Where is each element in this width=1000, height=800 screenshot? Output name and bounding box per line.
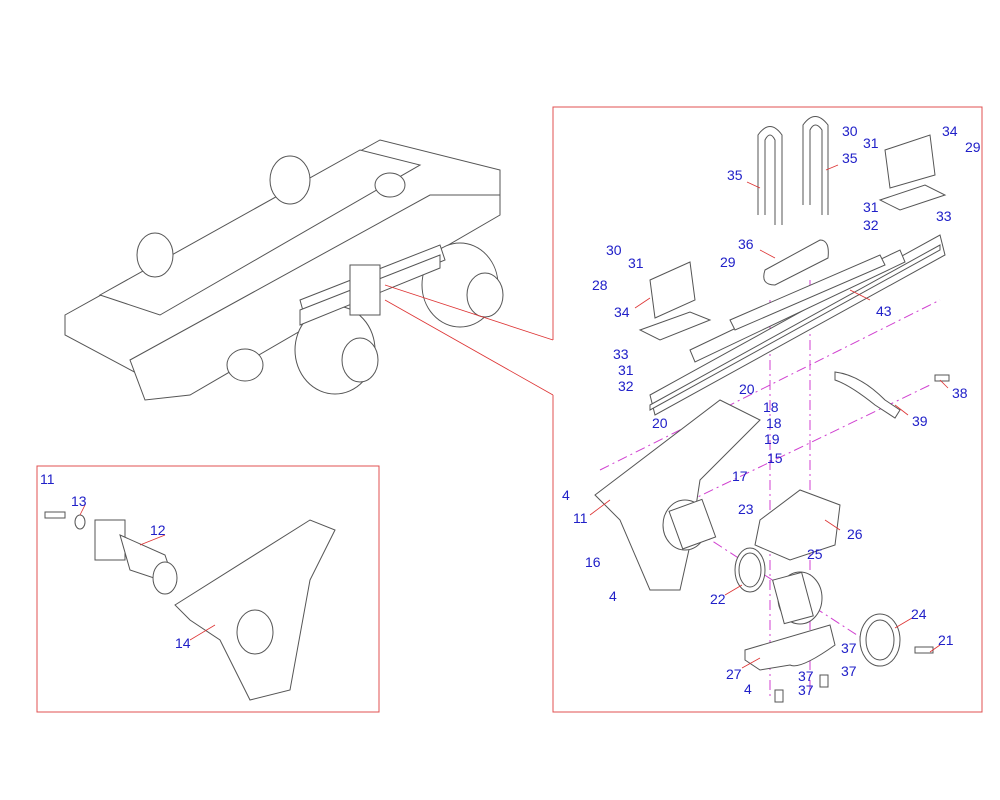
detail-frame: [552, 106, 983, 713]
part-label: 4: [562, 487, 570, 503]
inset-label: 14: [175, 635, 191, 651]
part-label: 37: [798, 668, 814, 684]
part-label: 19: [764, 431, 780, 447]
part-label: 26: [847, 526, 863, 542]
part-label: 31: [618, 362, 634, 378]
part-label: 29: [965, 139, 981, 155]
inset-parts: [44, 511, 336, 701]
inset-label: 11: [40, 471, 55, 487]
part-label: 21: [938, 632, 954, 648]
part-label: 25: [807, 546, 823, 562]
part-label: 27: [726, 666, 742, 682]
part-label: 4: [744, 681, 752, 697]
part-label: 4: [609, 588, 617, 604]
part-label: 37: [798, 682, 814, 698]
part-label: 11: [573, 510, 588, 526]
part-label: 34: [614, 304, 630, 320]
part-label: 38: [952, 385, 968, 401]
part-label: 17: [732, 468, 748, 484]
chassis-overview: [64, 139, 504, 401]
part-label: 20: [652, 415, 668, 431]
part-label: 30: [842, 123, 858, 139]
part-label: 31: [863, 199, 879, 215]
part-label: 30: [606, 242, 622, 258]
inset-label: 12: [150, 522, 166, 538]
part-label: 31: [628, 255, 644, 271]
part-label: 23: [738, 501, 754, 517]
part-label: 34: [942, 123, 958, 139]
part-label: 35: [842, 150, 858, 166]
inset-label: 13: [71, 493, 87, 509]
part-label: 32: [863, 217, 879, 233]
part-label: 29: [720, 254, 736, 270]
inset-frame: [36, 465, 380, 713]
part-label: 39: [912, 413, 928, 429]
part-label: 18: [766, 415, 782, 431]
leader-lines: [79, 164, 949, 669]
part-label: 37: [841, 640, 857, 656]
part-label: 37: [841, 663, 857, 679]
part-label: 33: [613, 346, 629, 362]
part-label: 32: [618, 378, 634, 394]
exploded-parts: [594, 116, 950, 703]
callout-line-top: [384, 284, 554, 341]
part-label: 15: [767, 450, 783, 466]
part-label: 43: [876, 303, 892, 319]
part-labels: 30 31 34 29 35 35 31 32 33 36 30 31 29 2…: [562, 123, 981, 698]
part-label: 31: [863, 135, 879, 151]
part-label: 28: [592, 277, 608, 293]
callout-line-bottom: [384, 299, 554, 396]
part-label: 35: [727, 167, 743, 183]
part-label: 22: [710, 591, 726, 607]
part-label: 16: [585, 554, 601, 570]
inset-labels: 11 13 12 14: [40, 471, 191, 651]
part-label: 18: [763, 399, 779, 415]
part-label: 33: [936, 208, 952, 224]
part-label: 24: [911, 606, 927, 622]
part-label: 36: [738, 236, 754, 252]
part-label: 20: [739, 381, 755, 397]
